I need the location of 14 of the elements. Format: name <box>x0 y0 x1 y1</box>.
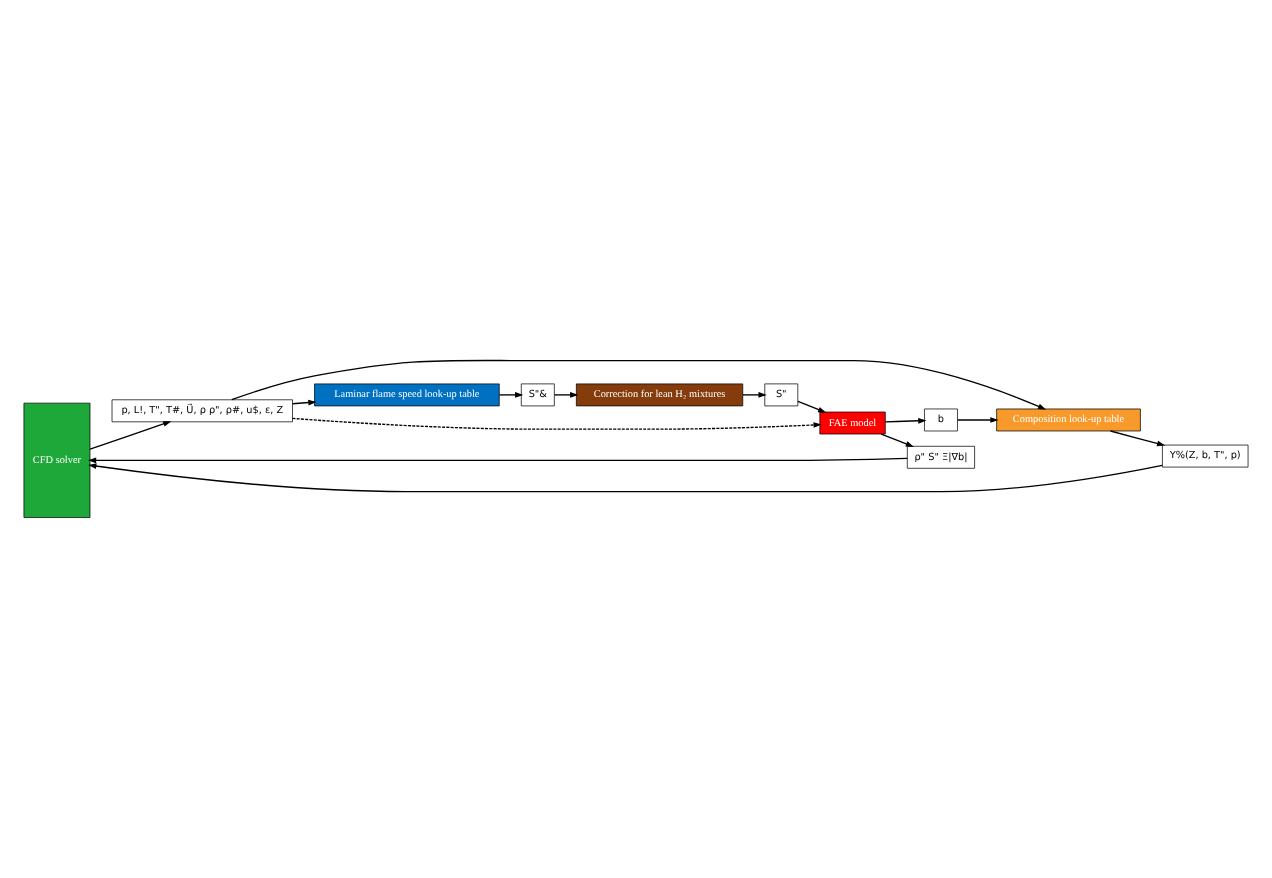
arrow <box>291 417 822 430</box>
arrow <box>553 392 579 398</box>
arrow <box>498 392 524 398</box>
arrow <box>880 433 914 447</box>
arrow <box>292 399 317 406</box>
arrow <box>1109 430 1166 447</box>
arrow <box>797 400 827 413</box>
arrow <box>88 463 1163 493</box>
arrow <box>956 417 999 423</box>
arrow <box>884 417 927 424</box>
arrow <box>89 421 172 450</box>
arrow <box>742 392 767 398</box>
arrow <box>88 457 908 464</box>
arrow <box>231 359 1047 410</box>
